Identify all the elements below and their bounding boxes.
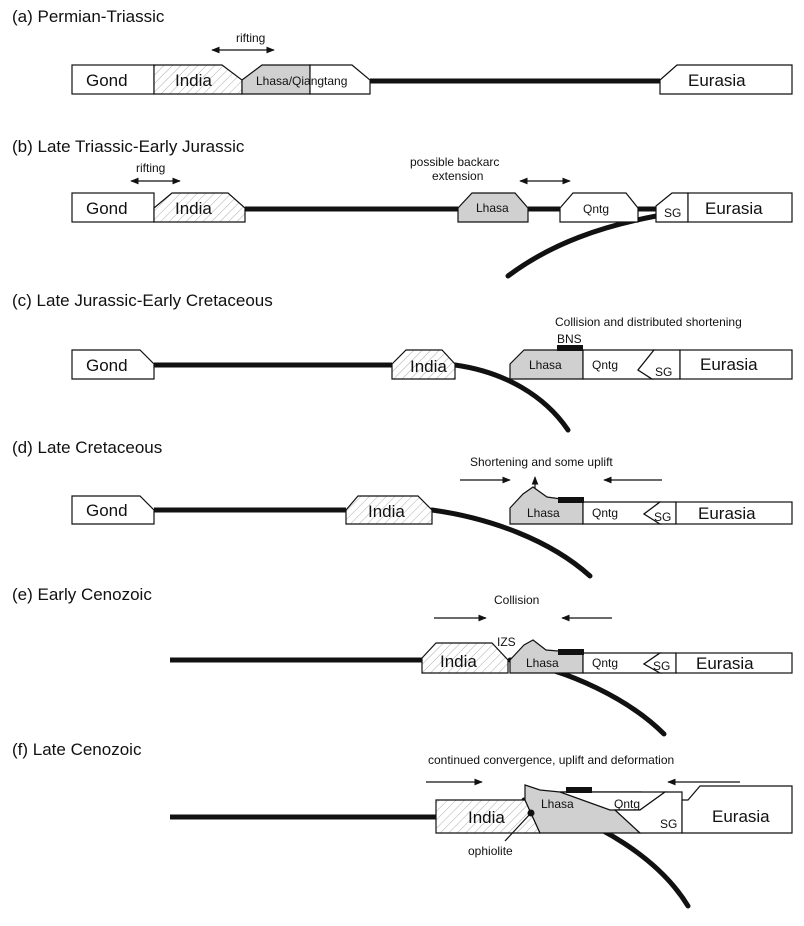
panel-b-lhasa-block xyxy=(457,192,529,223)
panel-c-subducting-slab xyxy=(452,362,571,433)
panel-c-india-block xyxy=(391,349,456,380)
panel-c-bns-label: BNS xyxy=(557,332,582,346)
panel-e: (e) Early Cenozoic Collision IZS India L… xyxy=(12,585,793,737)
panel-e-sg-block xyxy=(642,652,677,674)
panel-c-india-label: India xyxy=(410,357,447,376)
panel-d-india-block xyxy=(345,495,433,525)
panel-c-collision-label: Collision and distributed shortening xyxy=(555,315,742,329)
panel-a-eurasia-label: Eurasia xyxy=(688,71,746,90)
panel-d-gond-block xyxy=(71,495,155,525)
panel-d-bns-suture-bar xyxy=(558,497,584,503)
panel-d: (d) Late Cretaceous Shortening and some … xyxy=(12,438,793,579)
panel-b-backarc-label-2: extension xyxy=(432,169,483,183)
panel-f-eurasia-block xyxy=(681,785,793,834)
panel-d-subducting-slab xyxy=(429,507,593,579)
panel-e-eurasia-label: Eurasia xyxy=(696,654,754,673)
panel-a-lhasa-qiangtang-label: Lhasa/Qiangtang xyxy=(256,74,347,88)
panel-a: (a) Permian-Triassic rifting Gond India … xyxy=(12,7,793,95)
panel-c-title: (c) Late Jurassic-Early Cretaceous xyxy=(12,291,273,310)
panel-a-rifting-label: rifting xyxy=(236,31,265,45)
panel-f-eurasia-label: Eurasia xyxy=(712,807,770,826)
panel-f-sg-label: SG xyxy=(660,817,677,831)
panel-e-bns-suture-bar xyxy=(558,649,584,655)
panel-e-lhasa-label: Lhasa xyxy=(526,656,559,670)
panel-f-title: (f) Late Cenozoic xyxy=(12,740,142,759)
panel-e-collision-label: Collision xyxy=(494,593,539,607)
panel-c-gond-label: Gond xyxy=(86,356,128,375)
panel-e-sg-label: SG xyxy=(653,659,670,673)
panel-b-title: (b) Late Triassic-Early Jurassic xyxy=(12,137,245,156)
panel-c: (c) Late Jurassic-Early Cretaceous Colli… xyxy=(12,291,793,433)
panel-e-qntg-label: Qntg xyxy=(592,656,618,670)
panel-f-ophiolite-label: ophiolite xyxy=(468,844,513,858)
panel-b-qntg-label: Qntg xyxy=(583,202,609,216)
panel-d-title: (d) Late Cretaceous xyxy=(12,438,162,457)
panel-f-india-label: India xyxy=(468,808,505,827)
panel-c-gond-block xyxy=(71,349,155,380)
panel-b-eurasia-block xyxy=(687,192,793,223)
panel-d-eurasia-label: Eurasia xyxy=(698,504,756,523)
panel-f-convergence-label: continued convergence, uplift and deform… xyxy=(428,753,674,767)
panel-e-izs-label: IZS xyxy=(497,635,516,649)
panel-b-lhasa-label: Lhasa xyxy=(476,201,509,215)
panel-d-sg-block xyxy=(642,501,677,525)
panel-e-india-label: India xyxy=(440,652,477,671)
panel-b-india-label: India xyxy=(175,199,212,218)
panel-f: (f) Late Cenozoic continued convergence,… xyxy=(12,740,793,909)
panel-b-backarc-label-1: possible backarc xyxy=(410,155,499,169)
panel-d-shortening-label: Shortening and some uplift xyxy=(470,455,613,469)
panel-e-eurasia-block xyxy=(675,652,793,674)
panel-a-title: (a) Permian-Triassic xyxy=(12,7,165,26)
panel-d-lhasa-label: Lhasa xyxy=(527,506,560,520)
panel-d-sg-label: SG xyxy=(654,510,671,524)
panel-b-gond-label: Gond xyxy=(86,199,128,218)
panel-a-eurasia-block xyxy=(659,64,793,95)
panel-c-eurasia-label: Eurasia xyxy=(700,355,758,374)
panel-d-eurasia-block xyxy=(675,501,793,525)
panel-b-rifting-label: rifting xyxy=(136,161,165,175)
panel-b: (b) Late Triassic-Early Jurassic rifting… xyxy=(12,137,793,279)
panel-b-india-block xyxy=(153,192,246,223)
panel-e-india-block xyxy=(421,642,509,674)
panel-f-bns-suture-bar xyxy=(566,787,592,793)
panel-c-sg-block xyxy=(637,349,681,380)
panel-f-lhasa-label: Lhasa xyxy=(541,797,574,811)
panel-a-qiangtang-block xyxy=(309,64,371,95)
panel-d-gond-label: Gond xyxy=(86,501,128,520)
panel-d-qntg-label: Qntg xyxy=(592,506,618,520)
panel-d-india-label: India xyxy=(368,502,405,521)
panel-c-eurasia-block xyxy=(679,349,793,380)
panel-f-ophiolite-leader xyxy=(504,812,532,842)
panel-c-lhasa-label: Lhasa xyxy=(529,358,562,372)
panel-b-qntg-block xyxy=(559,192,639,223)
panel-c-sg-label: SG xyxy=(655,365,672,379)
panel-b-subducting-slab xyxy=(505,209,683,279)
panel-e-title: (e) Early Cenozoic xyxy=(12,585,152,604)
panel-c-qntg-label: Qntg xyxy=(592,358,618,372)
panel-a-india-label: India xyxy=(175,71,212,90)
panel-a-gond-label: Gond xyxy=(86,71,128,90)
panel-b-eurasia-label: Eurasia xyxy=(705,199,763,218)
panel-c-bns-suture-bar xyxy=(557,345,583,351)
panel-f-qntg-label: Qntg xyxy=(614,797,640,811)
panel-b-sg-label: SG xyxy=(664,206,681,220)
panel-f-sg-block xyxy=(613,791,683,834)
panel-b-gond-block xyxy=(71,192,155,223)
